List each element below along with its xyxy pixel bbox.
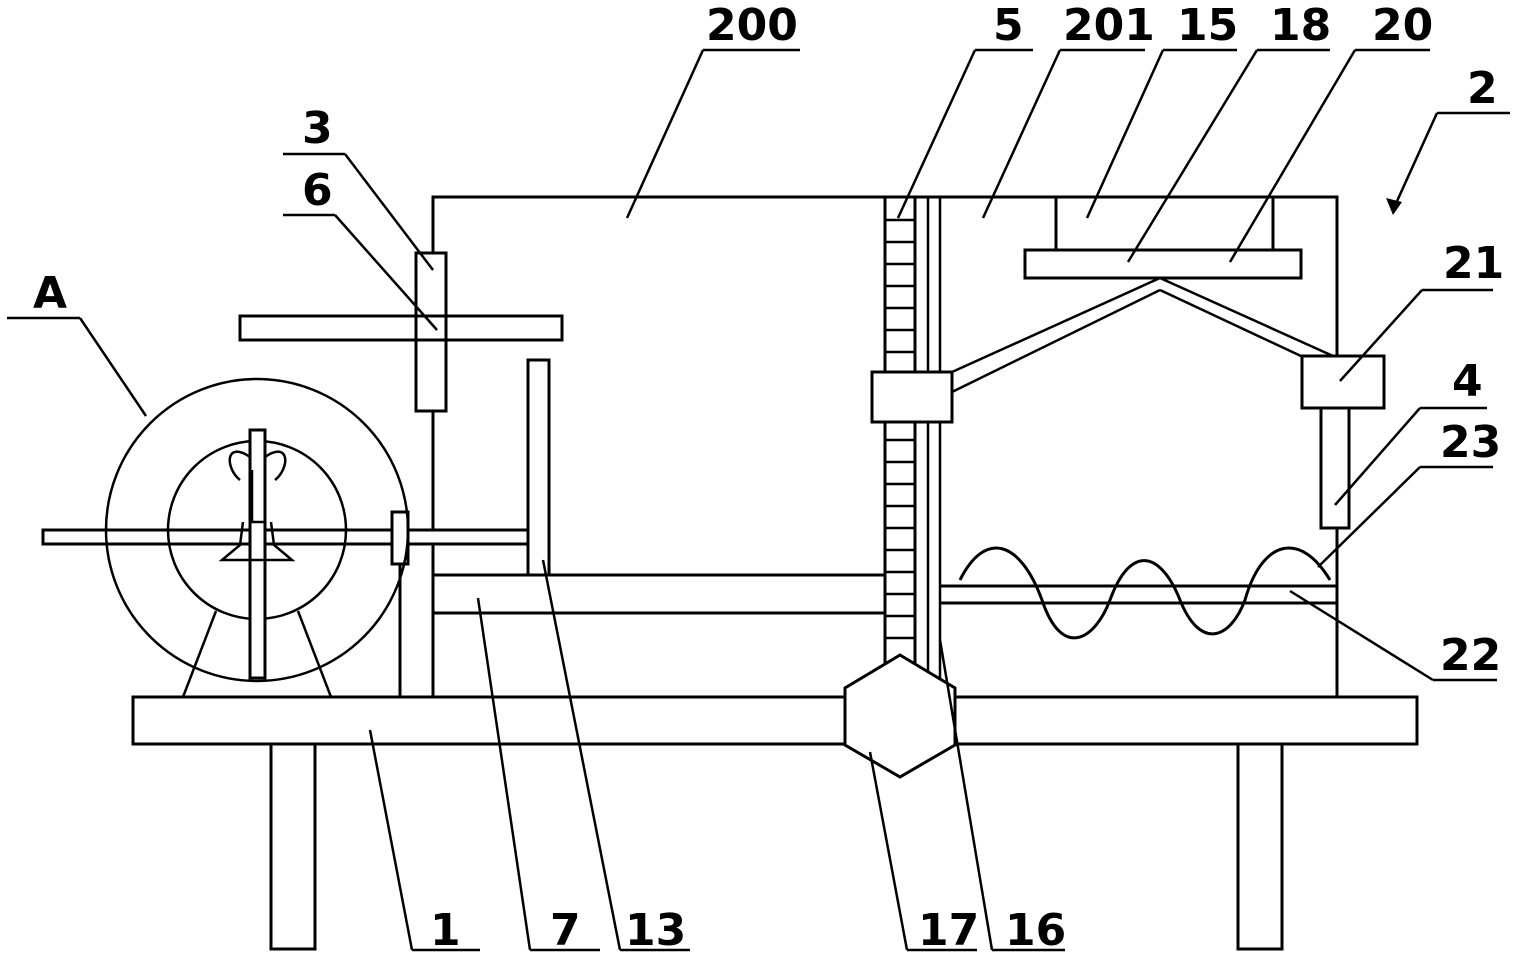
wheel-assembly <box>104 377 410 698</box>
label-201: 201 <box>1063 0 1155 51</box>
label-A: A <box>33 268 67 319</box>
upper-crossbar <box>238 251 564 413</box>
label-22: 22 <box>1440 630 1501 681</box>
label-6: 6 <box>302 165 333 216</box>
label-13: 13 <box>625 905 686 956</box>
leader-lines <box>7 48 1510 952</box>
label-1: 1 <box>430 905 461 956</box>
spring-shaft <box>940 546 1337 640</box>
label-5: 5 <box>993 0 1024 51</box>
label-17: 17 <box>918 905 979 956</box>
part-labels: 200 5 201 15 18 20 2 3 6 A 21 4 23 22 1 … <box>33 0 1504 956</box>
label-20: 20 <box>1372 0 1433 51</box>
top-mount <box>1023 197 1303 280</box>
rack-rail <box>883 197 942 697</box>
right-block <box>1300 354 1386 530</box>
label-200: 200 <box>706 0 798 51</box>
hex-drive <box>843 653 957 779</box>
label-3: 3 <box>302 103 333 154</box>
label-4: 4 <box>1452 356 1483 407</box>
rail-slider-block <box>870 370 954 424</box>
label-16: 16 <box>1005 905 1066 956</box>
horizontal-shaft <box>41 510 530 697</box>
label-18: 18 <box>1270 0 1331 51</box>
label-2: 2 <box>1467 63 1498 114</box>
label-21: 21 <box>1443 238 1504 289</box>
lower-plate <box>433 573 885 615</box>
linkage-rods <box>951 276 1334 394</box>
label-23: 23 <box>1440 417 1501 468</box>
label-7: 7 <box>550 905 581 956</box>
base-table <box>131 695 1419 951</box>
vertical-post <box>526 358 551 577</box>
label-15: 15 <box>1177 0 1238 51</box>
